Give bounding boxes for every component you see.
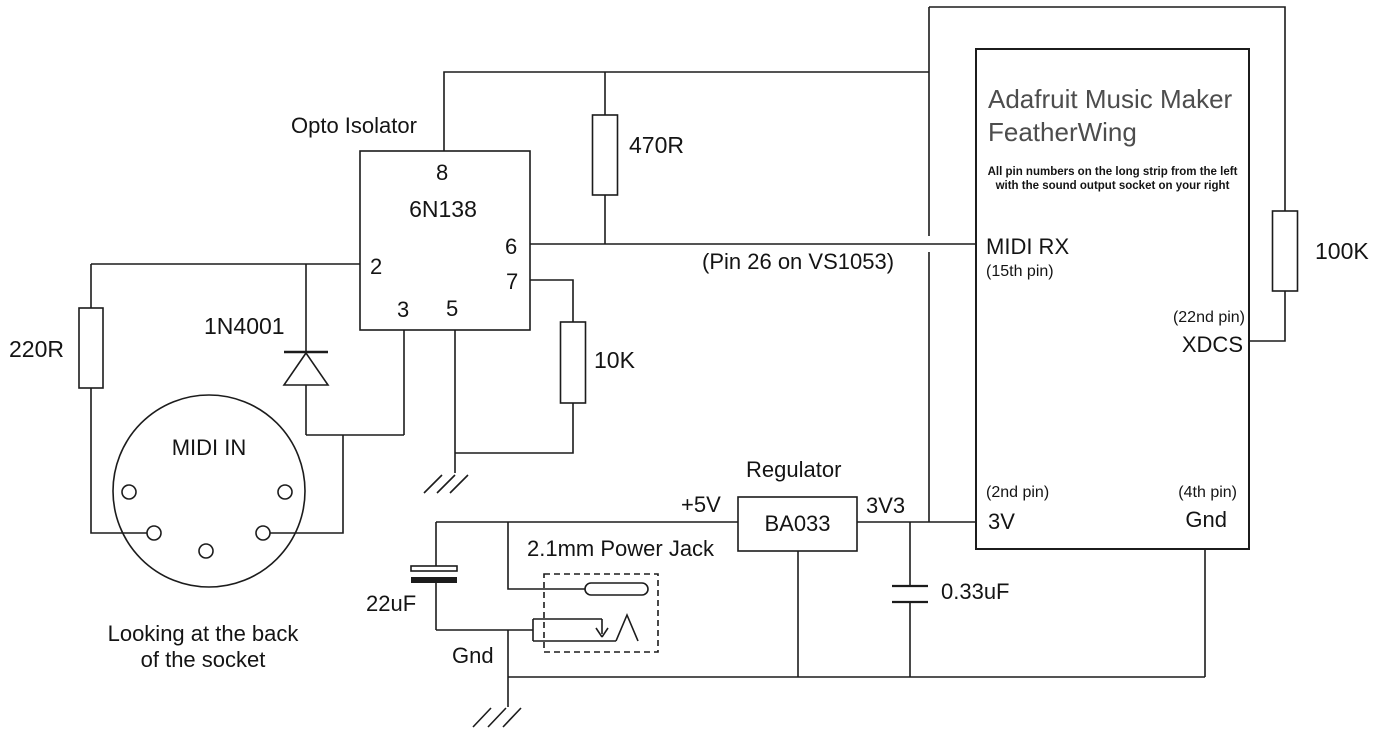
midi-caption-line1: Looking at the back — [107, 621, 299, 646]
ground-symbol-jack — [472, 707, 522, 728]
cap-033uf-plates — [892, 584, 928, 604]
diode-label: 1N4001 — [204, 313, 285, 339]
pin-xdcs-label: XDCS — [1181, 332, 1243, 357]
diode-triangle — [282, 351, 330, 386]
cap-22uf-label: 22uF — [366, 591, 417, 616]
midi-pin-hole — [255, 525, 271, 541]
wire-jack-tip — [507, 522, 585, 590]
wire-100k-to-xdcs — [1249, 291, 1286, 342]
opto-box — [359, 150, 531, 331]
opto-isolator-label: Opto Isolator — [291, 113, 417, 138]
opto-pin6-label: 6 — [505, 234, 518, 259]
regulator-label: Regulator — [746, 457, 842, 482]
midi-pin-hole — [121, 484, 137, 500]
opto-part-label: 6N138 — [409, 196, 477, 222]
pin-midi-rx-label: MIDI RX — [986, 234, 1070, 259]
midi-caption-line2: of the socket — [140, 647, 266, 672]
vs1053-note-label: (Pin 26 on VS1053) — [702, 249, 895, 274]
jack-dashed-outline — [543, 573, 659, 653]
cap-033uf-label: 0.33uF — [941, 579, 1010, 604]
opto-pin8-label: 8 — [436, 160, 449, 185]
plus5v-label: +5V — [681, 492, 721, 517]
opto-pin7-label: 7 — [506, 269, 519, 294]
jack-sleeve-contact — [532, 618, 616, 642]
featherwing-note: All pin numbers on the long strip from t… — [976, 166, 1249, 193]
opto-pin3-label: 3 — [397, 297, 410, 322]
resistor-470r-body — [591, 114, 619, 196]
ground-symbol-opto — [423, 474, 469, 494]
featherwing-title: Adafruit Music Maker FeatherWing — [988, 83, 1232, 149]
jack-tip-caret — [615, 612, 639, 642]
featherwing-note-line2: with the sound output socket on your rig… — [995, 179, 1230, 192]
featherwing-note-line1: All pin numbers on the long strip from t… — [987, 166, 1238, 178]
featherwing-title-line2: FeatherWing — [988, 117, 1137, 147]
opto-pin2-label: 2 — [370, 254, 383, 279]
wire-10k-bottom — [455, 403, 574, 454]
wire-supply-top-rail — [443, 71, 929, 151]
wire-midi-pin4 — [270, 435, 344, 534]
pin-midi-rx-sub: (15th pin) — [986, 263, 1054, 280]
3v3-label: 3V3 — [866, 493, 906, 518]
jack-tip-pin — [584, 582, 649, 596]
jack-switch-arrow — [595, 619, 609, 638]
cap-22uf-plate-bottom — [411, 577, 457, 583]
pin-gnd-label: Gnd — [1185, 507, 1227, 532]
pin-3v-label: 3V — [988, 509, 1015, 534]
midi-caption: Looking at the back of the socket — [78, 621, 328, 673]
opto-pin5-label: 5 — [446, 296, 459, 321]
gnd-label: Gnd — [452, 643, 494, 668]
midi-pin-hole — [146, 525, 162, 541]
featherwing-title-line1: Adafruit Music Maker — [988, 84, 1233, 114]
pin-xdcs-sub: (22nd pin) — [1172, 309, 1245, 326]
midi-in-label: MIDI IN — [171, 435, 247, 460]
cap-22uf-plate-top — [410, 565, 458, 572]
power-jack-label: 2.1mm Power Jack — [527, 536, 715, 561]
wire-outer-loop — [929, 6, 1286, 211]
resistor-10k-label: 10K — [594, 347, 635, 373]
midi-socket-outline — [112, 394, 306, 588]
resistor-220r-label: 220R — [9, 336, 64, 362]
resistor-100k-body — [1271, 210, 1299, 292]
resistor-100k-label: 100K — [1315, 238, 1369, 264]
wire-220r-to-midi-pin — [90, 388, 147, 534]
regulator-part-label: BA033 — [764, 511, 831, 536]
midi-pin-hole — [277, 484, 293, 500]
resistor-470r-label: 470R — [629, 132, 684, 158]
pin-3v-sub: (2nd pin) — [986, 484, 1050, 501]
featherwing-box — [975, 48, 1250, 550]
wire-pin7-to-10k — [530, 279, 574, 322]
pin-gnd-sub: (4th pin) — [1178, 484, 1237, 501]
resistor-10k-body — [559, 321, 587, 404]
midi-pin-hole — [198, 543, 214, 559]
resistor-220r-body — [78, 307, 104, 389]
